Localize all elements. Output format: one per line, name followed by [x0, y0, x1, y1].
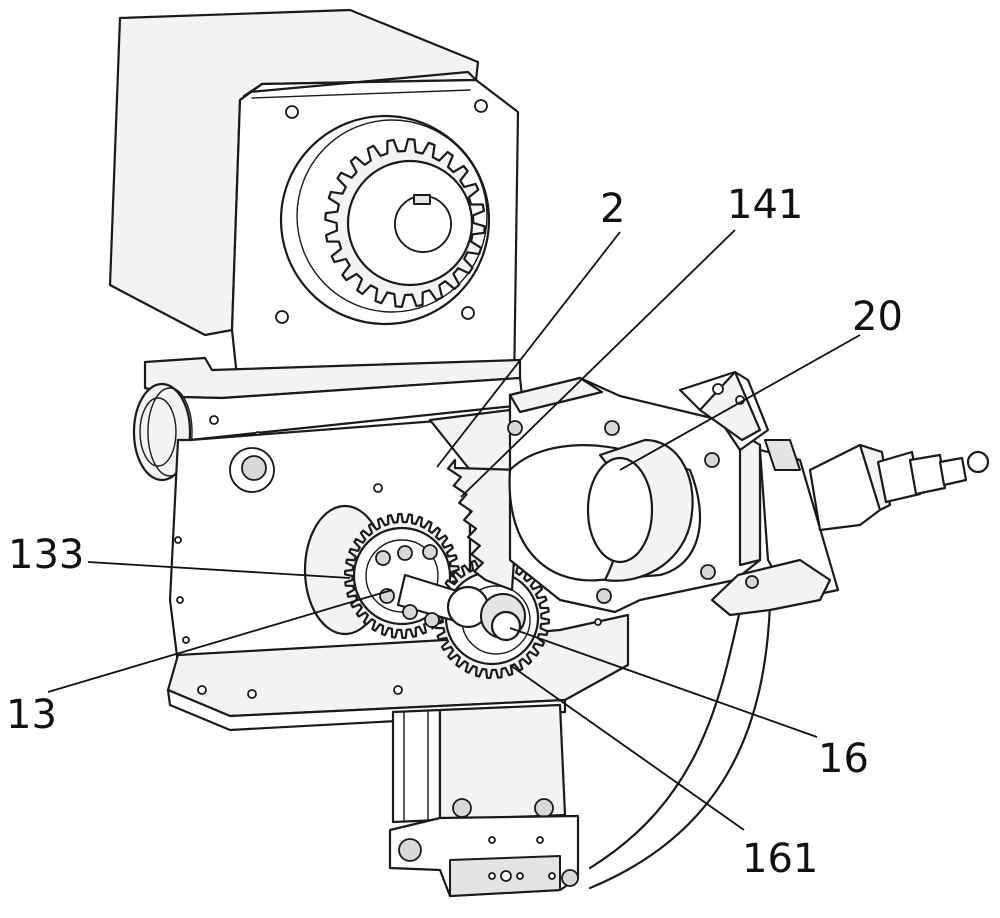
label-20: 20	[852, 294, 903, 340]
motor-drive-gear	[281, 116, 489, 324]
pneumatic-cylinder	[810, 445, 988, 530]
label-133: 133	[8, 532, 84, 578]
label-13: 13	[6, 692, 57, 738]
label-141: 141	[727, 182, 803, 228]
label-161: 161	[742, 836, 818, 882]
label-16: 16	[818, 736, 869, 782]
label-2: 2	[600, 186, 625, 232]
lower-slide-block	[390, 705, 578, 896]
